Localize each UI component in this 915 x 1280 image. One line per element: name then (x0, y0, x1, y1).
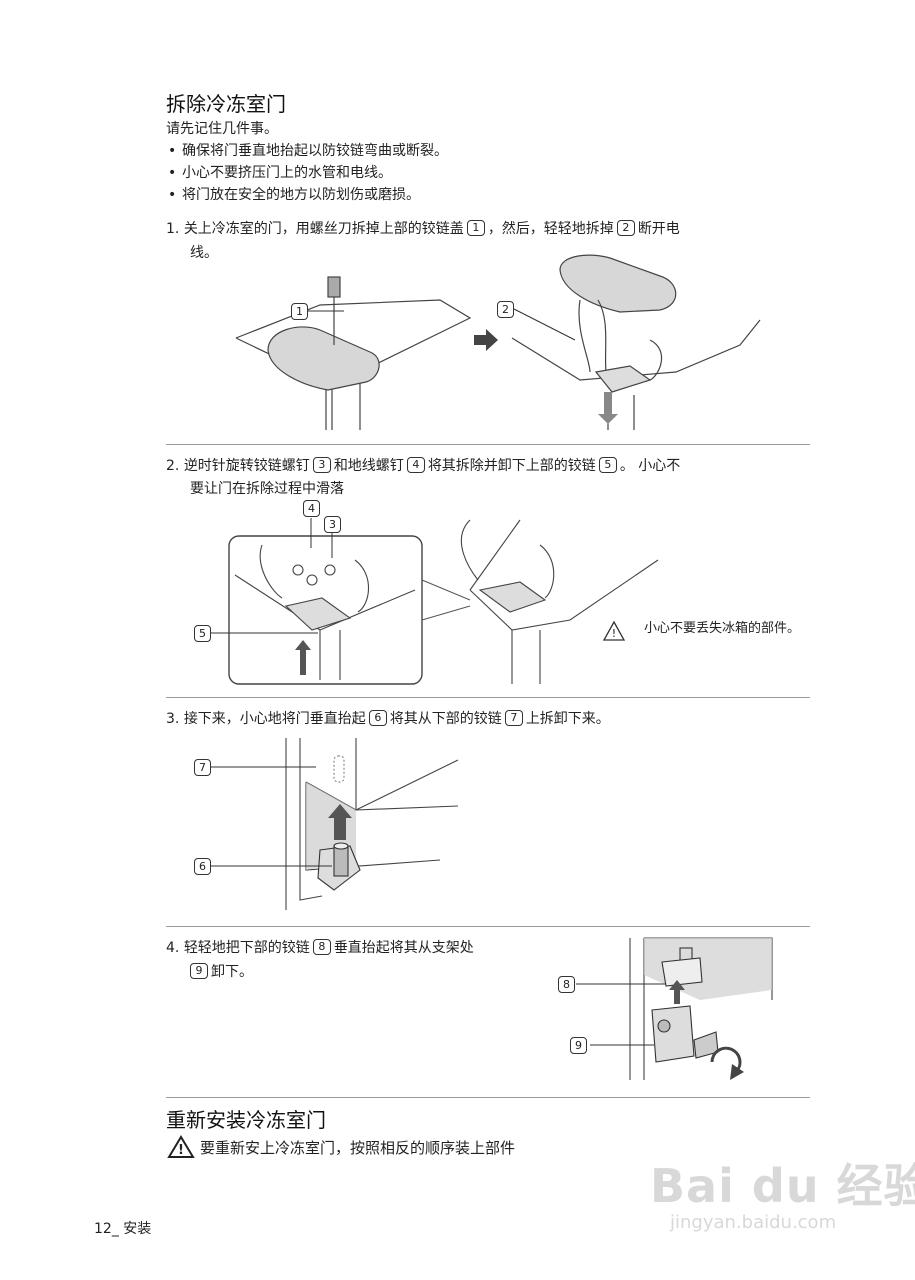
step-text: 关上冷冻室的门，用螺丝刀拆掉上部的铰链盖 (183, 221, 464, 237)
page-number: 12_ (94, 1221, 119, 1237)
bullet-item: 将门放在安全的地方以防划伤或磨损。 (168, 184, 420, 206)
divider (166, 697, 810, 698)
warning-text: 小心不要丢失冰箱的部件。 (644, 621, 801, 636)
step-text: ，然后，轻轻地拆掉 (487, 221, 614, 237)
divider (166, 1097, 810, 1098)
divider (166, 926, 810, 927)
intro-text: 请先记住几件事。 (166, 121, 278, 137)
warning-icon: ! (167, 1135, 195, 1158)
step-text: 逆时针旋转铰链螺钉 (183, 458, 310, 474)
step-2-line2: 要让门在拆除过程中滑落 (190, 481, 344, 497)
figure-label: 2 (497, 301, 514, 318)
step-1-line2: 线。 (190, 245, 218, 261)
callout-9: 9 (190, 963, 208, 979)
step-text: 断开电 (637, 221, 680, 237)
step-text: 和地线螺钉 (333, 458, 404, 474)
step-number: 2. (166, 458, 180, 474)
callout-7: 7 (504, 710, 523, 726)
step-text: 垂直抬起将其从支架处 (333, 940, 474, 956)
page-footer: 12_ 安装 (94, 1218, 151, 1238)
step-text: 将其从下部的铰链 (389, 711, 502, 727)
callout-4: 4 (406, 457, 425, 473)
reinstall-note: 要重新安上冷冻室门，按照相反的顺序装上部件 (200, 1139, 516, 1157)
figure-label: 8 (558, 976, 575, 993)
figure-label: 5 (194, 625, 211, 642)
figure-label: 6 (194, 858, 211, 875)
callout-2: 2 (616, 220, 635, 236)
step-number: 1. (166, 221, 180, 237)
step-text: 上拆卸下来。 (525, 711, 610, 727)
callout-6: 6 (368, 710, 387, 726)
step-text: 卸下。 (211, 964, 253, 980)
bullet-item: 确保将门垂直地抬起以防铰链弯曲或断裂。 (168, 140, 448, 162)
step-number: 4. (166, 940, 180, 956)
figure-label: 4 (303, 500, 320, 517)
step-text: 轻轻地把下部的铰链 (183, 940, 310, 956)
figure-label: 9 (570, 1037, 587, 1054)
callout-1: 1 (466, 220, 485, 236)
watermark-logo: Bai du 经验 (650, 1159, 915, 1213)
watermark-url: jingyan.baidu.com (670, 1212, 837, 1233)
step-text: 。 小心不 (619, 458, 681, 474)
section-title-remove: 拆除冷冻室门 (166, 92, 286, 116)
step-text: 接下来，小心地将门垂直抬起 (183, 711, 366, 727)
figure-label: 3 (324, 516, 341, 533)
section-title-reinstall: 重新安装冷冻室门 (166, 1108, 326, 1132)
footer-section: 安装 (123, 1221, 152, 1237)
svg-text:!: ! (612, 627, 616, 640)
step-number: 3. (166, 711, 180, 727)
bullet-item: 小心不要挤压门上的水管和电线。 (168, 162, 392, 184)
callout-8: 8 (312, 939, 331, 955)
figure-label: 1 (291, 303, 308, 320)
callout-3: 3 (312, 457, 331, 473)
step-text: 将其拆除并卸下上部的铰链 (427, 458, 596, 474)
divider (166, 444, 810, 445)
figure-label: 7 (194, 759, 211, 776)
callout-5: 5 (598, 457, 617, 473)
svg-text:!: ! (178, 1143, 184, 1158)
